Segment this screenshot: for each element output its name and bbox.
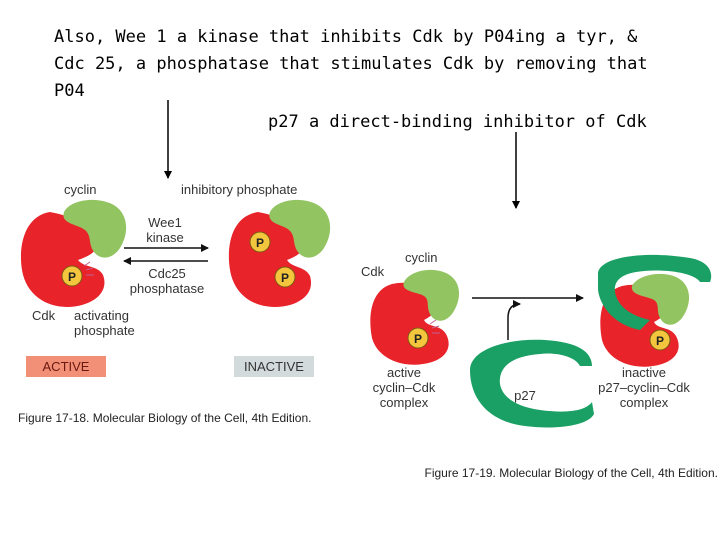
- cyclin-active-left: [63, 199, 127, 258]
- label-complex-2: complex: [620, 395, 669, 410]
- label-wee1: Wee1: [148, 215, 182, 230]
- caption-figure-17-19: Figure 17-19. Molecular Biology of the C…: [425, 466, 719, 480]
- activating-phosphate-right: P: [274, 266, 296, 288]
- text-line-p27: p27 a direct-binding inhibitor of Cdk: [268, 112, 647, 132]
- text-line-cdc25: Cdc 25, a phosphatase that stimulates Cd…: [54, 54, 648, 74]
- inactive-badge: [234, 356, 314, 377]
- label-cdk-19: Cdk: [361, 264, 385, 279]
- label-cyclin: cyclin: [64, 182, 97, 197]
- text-line-wee1: Also, Wee 1 a kinase that inhibits Cdk b…: [54, 27, 638, 47]
- active-badge: [26, 356, 106, 377]
- interaction-lines-left: [83, 261, 94, 276]
- caption-figure-17-18: Figure 17-18. Molecular Biology of the C…: [18, 411, 312, 425]
- p-label: P: [656, 334, 664, 348]
- interaction-lines-19: [429, 319, 440, 334]
- inhibitory-phosphate-right: P: [249, 231, 271, 253]
- label-active-19: active: [387, 365, 421, 380]
- p-label: P: [256, 236, 264, 250]
- label-phosphate: phosphate: [74, 323, 135, 338]
- p-label: P: [68, 270, 76, 284]
- text-line-p04: P04: [54, 81, 85, 101]
- label-complex: complex: [380, 395, 429, 410]
- activating-phosphate-left: P: [61, 265, 83, 287]
- label-cyclin-cdk: cyclin–Cdk: [373, 380, 436, 395]
- label-phosphatase: phosphatase: [130, 281, 204, 296]
- cyclin-inactive-19: [631, 273, 690, 325]
- label-inhibitory-phosphate: inhibitory phosphate: [181, 182, 297, 197]
- p27-free: [470, 339, 594, 428]
- active-badge-label: ACTIVE: [43, 359, 90, 374]
- cdk-active-left: [20, 212, 105, 307]
- label-p27-cyclin-cdk: p27–cyclin–Cdk: [598, 380, 690, 395]
- label-kinase: kinase: [146, 230, 184, 245]
- p27-joining-arrow: [507, 300, 521, 340]
- label-activating: activating: [74, 308, 129, 323]
- label-cdk: Cdk: [32, 308, 56, 323]
- label-cdc25: Cdc25: [148, 266, 186, 281]
- phosphate-active-19: P: [407, 327, 429, 349]
- p-label: P: [414, 332, 422, 346]
- label-cyclin-19: cyclin: [405, 250, 438, 265]
- cyclin-active-19: [403, 269, 460, 321]
- cyclin-inactive-right: [269, 199, 331, 258]
- label-p27: p27: [514, 388, 536, 403]
- p-label: P: [281, 271, 289, 285]
- p27-bound: [597, 254, 712, 330]
- inactive-badge-label: INACTIVE: [244, 359, 304, 374]
- label-inactive-19: inactive: [622, 365, 666, 380]
- phosphate-inactive-19: P: [649, 329, 671, 351]
